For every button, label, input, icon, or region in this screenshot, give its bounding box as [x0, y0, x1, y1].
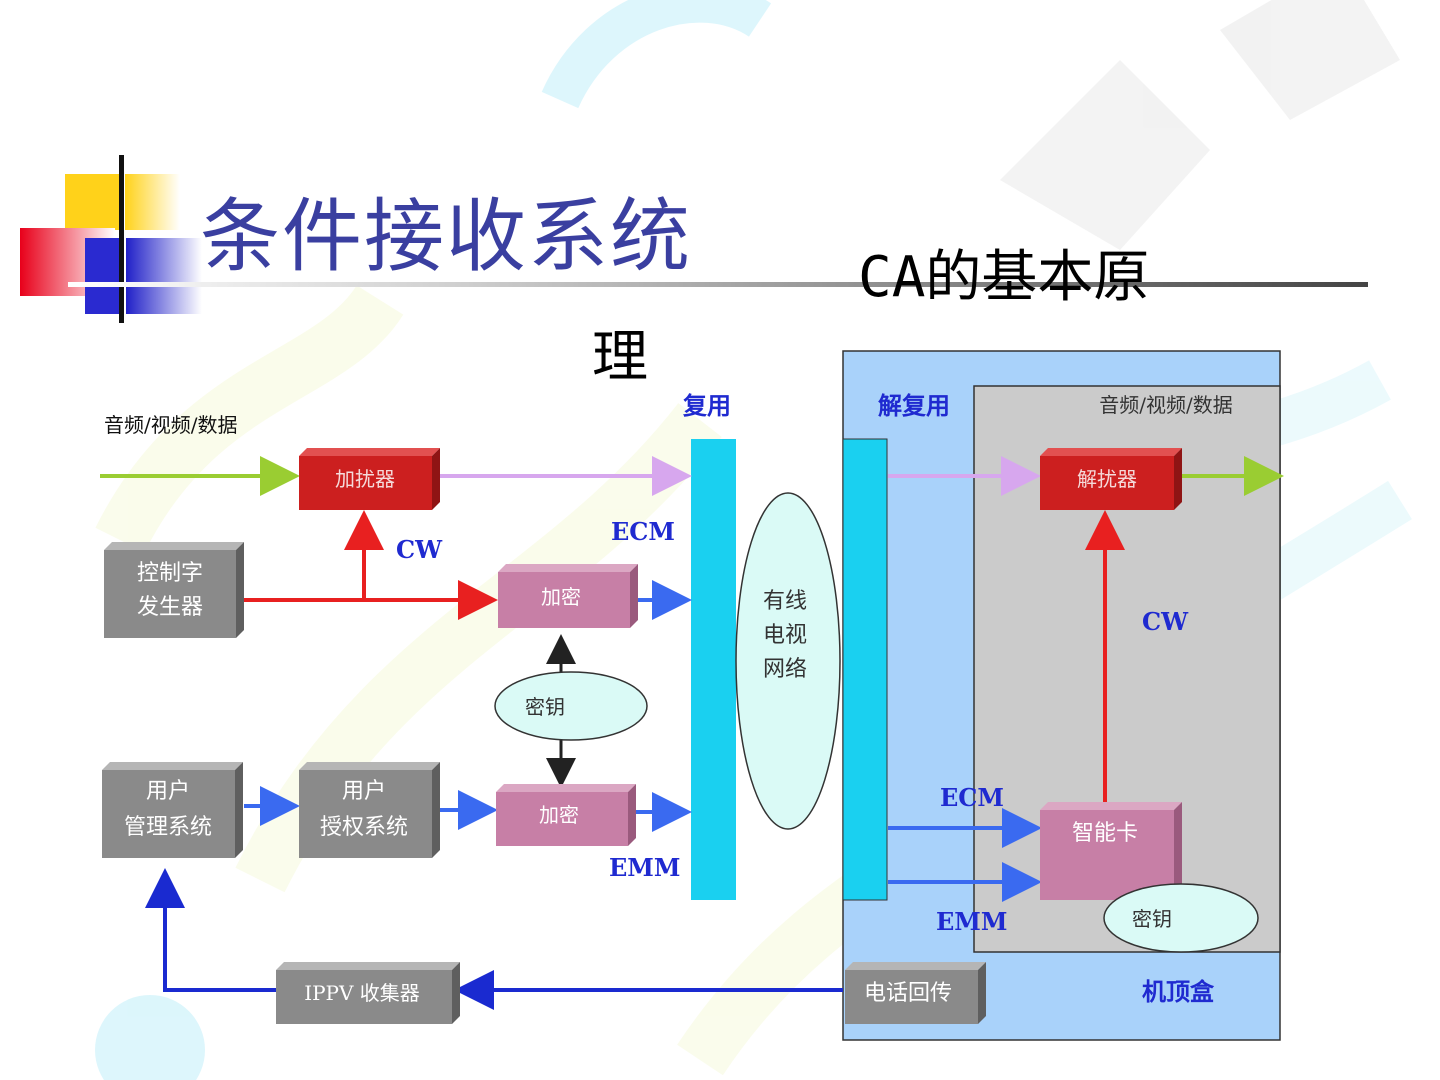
cable-network-ellipse: [735, 492, 841, 830]
demux-bar: [842, 438, 888, 901]
user-auth-box: [299, 762, 440, 858]
slide-subtitle-line1: CA的基本原: [858, 245, 1150, 310]
headend-emm-label: EMM: [609, 853, 680, 882]
network-line3: 网络: [763, 657, 807, 682]
ippv-box: [276, 962, 460, 1024]
phone-return-label: 电话回传: [864, 981, 952, 1006]
ippv-label: IPPV 收集器: [304, 981, 420, 1005]
stb-key-label: 密钥: [1132, 907, 1172, 931]
stb-emm-label: EMM: [936, 907, 1007, 936]
headend-key-ellipse: [494, 671, 648, 741]
stb-key-ellipse: [1103, 883, 1259, 953]
cw-generator-line1: 控制字: [137, 561, 203, 586]
user-auth-line1: 用户: [342, 779, 386, 804]
headend-ecm-label: ECM: [611, 517, 675, 546]
network-line1: 有线: [763, 589, 807, 614]
cw-generator-line2: 发生器: [137, 595, 203, 620]
user-mgmt-line1: 用户: [146, 779, 190, 804]
headend-cw-label: CW: [396, 535, 443, 564]
network-line2: 电视: [763, 623, 807, 648]
scrambler-box: [299, 448, 440, 510]
smart-card-box: [1040, 802, 1182, 900]
cw-generator-box: [104, 542, 244, 638]
scrambler-label: 加扰器: [335, 467, 395, 491]
encrypt-emm-box: [496, 784, 636, 846]
smart-card-label: 智能卡: [1072, 821, 1138, 846]
user-auth-line2: 授权系统: [320, 815, 408, 840]
title-decoration: [20, 155, 1368, 323]
descrambler-label: 解扰器: [1077, 467, 1137, 491]
user-mgmt-line2: 管理系统: [124, 815, 212, 840]
demux-label: 解复用: [878, 391, 950, 420]
slide-title: 条件接收系统: [200, 190, 692, 283]
diagram-labels: 音频/视频/数据 加扰器 解扰器 控制字 发生器 CW CW 加密 加密 ECM…: [104, 391, 1233, 1006]
encrypt-emm-label: 加密: [539, 803, 579, 827]
stb-output-label: 音频/视频/数据: [1099, 393, 1232, 417]
stb-cw-label: CW: [1142, 607, 1189, 636]
encrypt-ecm-label: 加密: [541, 585, 581, 609]
phone-return-box: [845, 962, 986, 1024]
user-mgmt-box: [102, 762, 243, 858]
connectors: [100, 456, 1284, 1010]
descrambler-box: [1040, 448, 1182, 510]
slide-subtitle-line2: 理: [592, 325, 648, 390]
encrypt-ecm-box: [498, 564, 638, 628]
mux-bar: [691, 439, 736, 900]
ippv-to-mgmt-arrow: [145, 868, 276, 992]
input-label: 音频/视频/数据: [104, 413, 237, 437]
stb-ecm-label: ECM: [940, 783, 1004, 812]
set-top-box-label: 机顶盒: [1142, 977, 1215, 1006]
mux-label: 复用: [682, 391, 731, 420]
headend-key-label: 密钥: [525, 695, 565, 719]
